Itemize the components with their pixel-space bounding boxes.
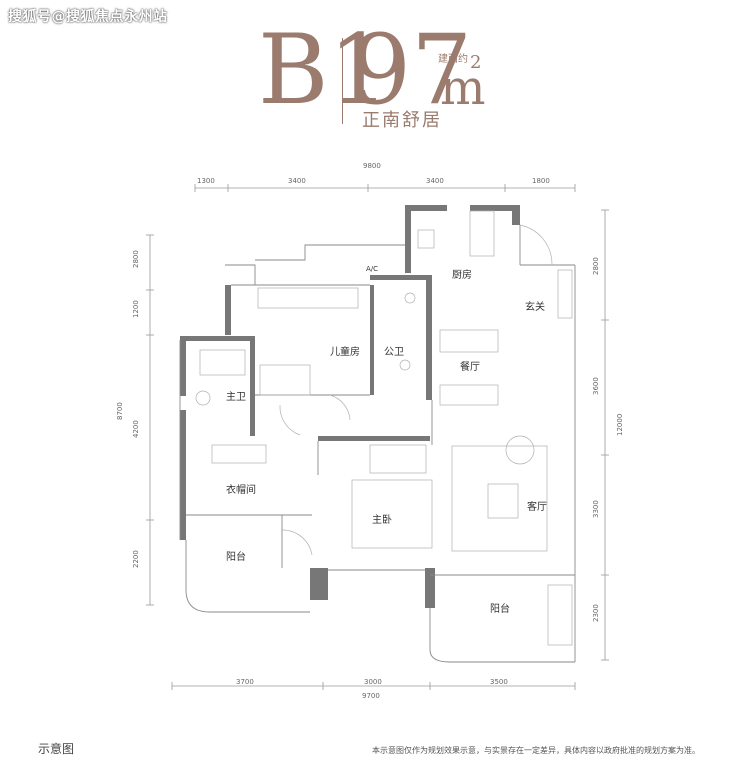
room-foyer: 玄关 <box>525 300 545 313</box>
dim-right-1: 2800 <box>592 257 600 275</box>
watermark: 搜狐号@搜狐焦点永州站 <box>8 9 168 25</box>
dim-left-1: 2800 <box>132 250 140 268</box>
disclaimer-text: 本示意图仅作为规划效果示意，与实景存在一定差异，具体内容以政府批准的规划方案为准… <box>372 746 700 755</box>
dim-bottom-3: 3500 <box>490 678 508 686</box>
dim-top-4: 1800 <box>532 177 550 185</box>
area-unit-superscript: 2 <box>470 52 482 73</box>
dim-right-3: 3300 <box>592 500 600 518</box>
room-master-bath: 主卫 <box>226 391 246 403</box>
dim-top-2: 3400 <box>288 177 306 185</box>
room-ac: A/C <box>366 265 378 273</box>
area-label: 建面约 <box>438 54 468 65</box>
dim-top-total: 9800 <box>363 162 381 170</box>
dim-left-total: 8700 <box>116 402 124 420</box>
room-public-bath: 公卫 <box>384 347 404 358</box>
walls <box>180 205 520 608</box>
room-closet: 衣帽间 <box>226 483 256 496</box>
room-balcony-right: 阳台 <box>490 602 510 615</box>
room-kids: 儿童房 <box>330 345 360 358</box>
area-value: 97 <box>350 14 473 126</box>
dim-right-2: 3600 <box>592 377 600 395</box>
dim-top-3: 3400 <box>426 177 444 185</box>
area-unit: m <box>440 60 486 116</box>
dim-left-2: 1200 <box>132 300 140 318</box>
dim-left-3: 4200 <box>132 420 140 438</box>
plan-outline <box>179 225 576 663</box>
title-separator <box>342 38 343 124</box>
dim-left-4: 2200 <box>132 550 140 568</box>
room-balcony-left: 阳台 <box>226 550 246 563</box>
diagram-label: 示意图 <box>38 742 75 756</box>
orientation-label: 正南舒居 <box>362 110 442 131</box>
dim-bottom-total: 9700 <box>362 692 380 700</box>
dim-top-1: 1300 <box>197 177 215 185</box>
dimension-lines <box>146 184 609 690</box>
fixtures <box>195 210 573 646</box>
dim-bottom-2: 3000 <box>364 678 382 686</box>
dim-right-4: 2300 <box>592 604 600 622</box>
room-living: 客厅 <box>527 500 547 513</box>
room-master-bedroom: 主卧 <box>372 513 392 526</box>
dim-right-total: 12000 <box>616 414 624 436</box>
dim-bottom-1: 3700 <box>236 678 254 686</box>
room-dining: 餐厅 <box>460 360 480 373</box>
room-kitchen: 厨房 <box>452 268 472 281</box>
unit-type: B1 <box>258 14 390 126</box>
